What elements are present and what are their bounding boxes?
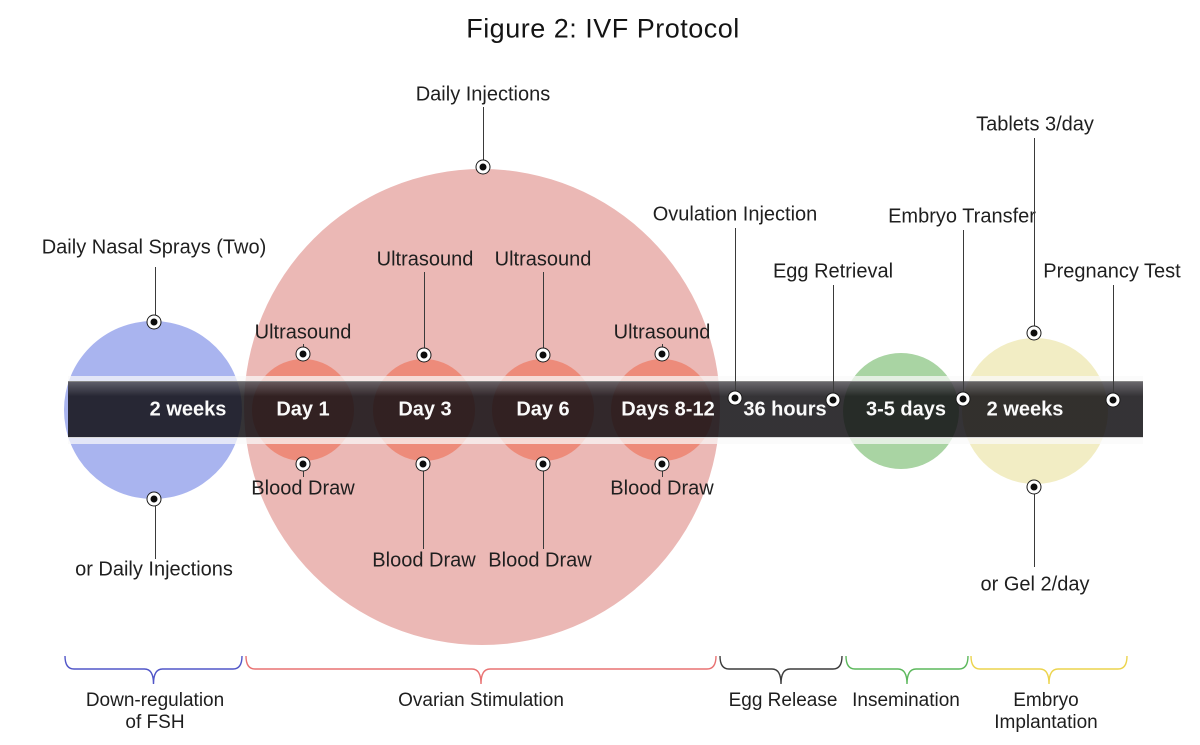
event-marker [536,348,550,362]
timeline-segment-label: Day 3 [398,398,452,420]
phase-label: Egg Release [728,690,838,711]
phase-label: Insemination [852,690,960,711]
event-marker [147,492,161,506]
phase-brace [970,655,1128,685]
timeline-segment-label: 36 hours [743,398,827,420]
event-marker [476,160,490,174]
phase-brace [245,655,717,685]
event-marker [728,391,742,405]
timeline-segment-label: Days 8-12 [621,398,715,420]
event-marker [655,457,669,471]
event-marker [147,315,161,329]
event-connector-line [735,228,736,391]
event-marker [1027,480,1041,494]
event-connector-line [833,285,834,393]
event-label: Egg Retrieval [772,260,894,283]
timeline-bar-top-edge [68,376,1143,382]
event-label: Blood Draw [251,477,355,500]
event-connector-line [483,107,484,160]
timeline-segment-label: Day 6 [516,398,570,420]
event-connector-line [662,470,663,477]
event-label: Ultrasound [254,321,352,344]
event-marker [417,348,431,362]
timeline-segment-label: 2 weeks [149,398,227,420]
event-connector-line [543,470,544,549]
event-label: Ultrasound [494,248,592,271]
timeline-segment-label: 3-5 days [865,398,947,420]
event-marker [826,393,840,407]
event-connector-line [303,470,304,477]
event-label: Blood Draw [610,477,714,500]
event-marker [956,392,970,406]
event-marker [1027,326,1041,340]
phase-brace [845,655,969,685]
event-connector-line [155,267,156,315]
event-label: Ultrasound [613,321,711,344]
event-marker [296,347,310,361]
event-marker [416,457,430,471]
event-label: Ovulation Injection [652,203,818,226]
event-label: Blood Draw [488,549,592,572]
event-marker [655,347,669,361]
phase-brace [64,655,243,685]
event-connector-line [543,272,544,348]
event-label: Pregnancy Test [1043,260,1181,283]
event-connector-line [155,505,156,559]
event-connector-line [424,272,425,348]
event-connector-line [662,344,663,348]
event-connector-line [1034,494,1035,567]
figure-title: Figure 2: IVF Protocol [466,13,740,44]
event-label: Daily Nasal Sprays (Two) [41,236,267,259]
event-marker [536,457,550,471]
event-marker [296,457,310,471]
event-label: Tablets 3/day [976,113,1094,136]
event-marker [1106,393,1120,407]
timeline-bar-bottom-edge [68,437,1143,444]
phase-brace [719,655,843,685]
event-connector-line [1113,285,1114,393]
event-label: Ultrasound [376,248,474,271]
timeline-segment-label: 2 weeks [986,398,1064,420]
event-label: Embryo Transfer [888,205,1036,228]
event-label: Blood Draw [372,549,476,572]
event-connector-line [303,344,304,348]
event-label: Daily Injections [415,83,551,106]
event-connector-line [423,470,424,549]
phase-label: Ovarian Stimulation [398,690,564,711]
event-label: or Gel 2/day [980,573,1090,596]
event-connector-line [963,230,964,392]
timeline-bar [68,382,1143,437]
event-label: or Daily Injections [75,558,233,581]
timeline-segment-label: Day 1 [276,398,330,420]
event-connector-line [1034,138,1035,326]
